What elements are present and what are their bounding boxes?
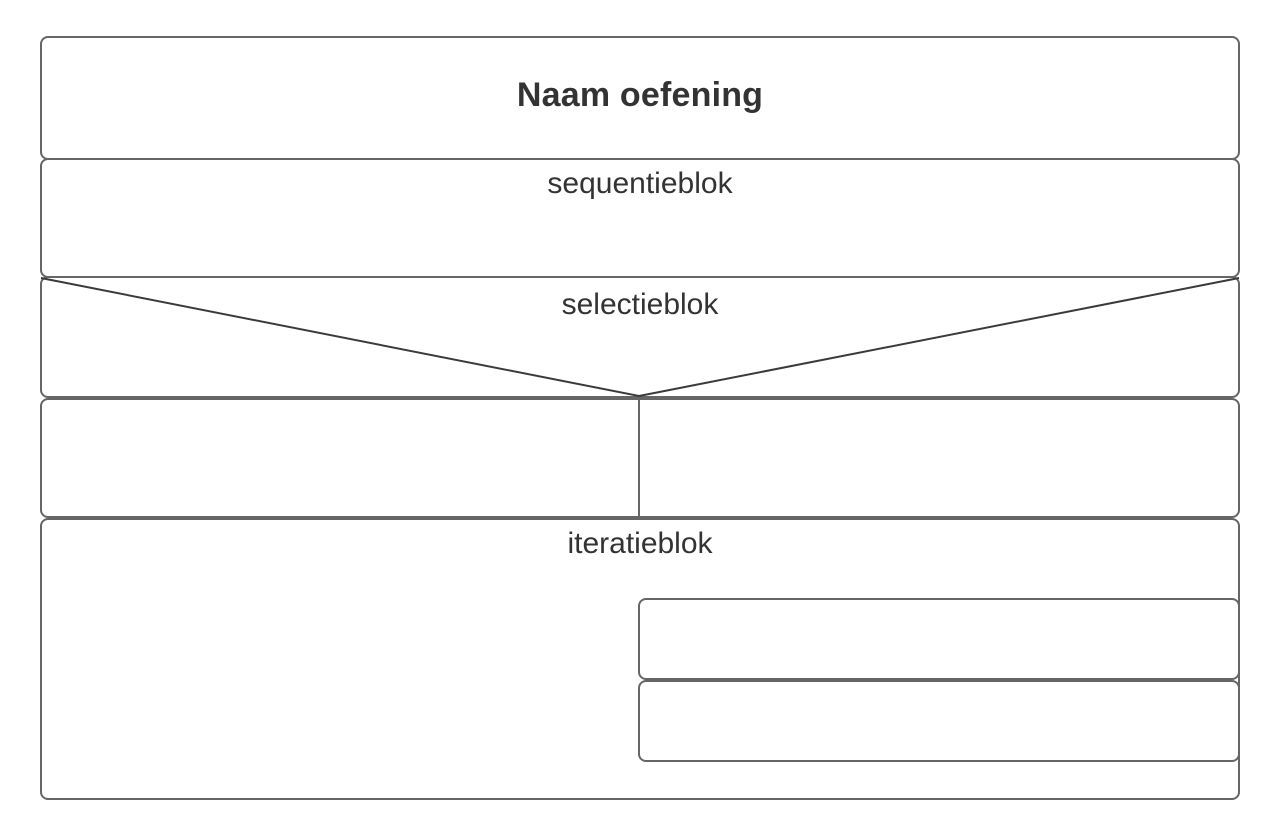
block-title[interactable] (40, 36, 1240, 160)
block-iteration-body-2[interactable] (638, 680, 1240, 762)
block-selection-condition[interactable] (40, 276, 1240, 398)
block-sequence[interactable] (40, 158, 1240, 278)
block-iteration-body-1[interactable] (638, 598, 1240, 680)
block-selection-branches (40, 398, 1240, 518)
selection-branch-divider (638, 399, 640, 517)
